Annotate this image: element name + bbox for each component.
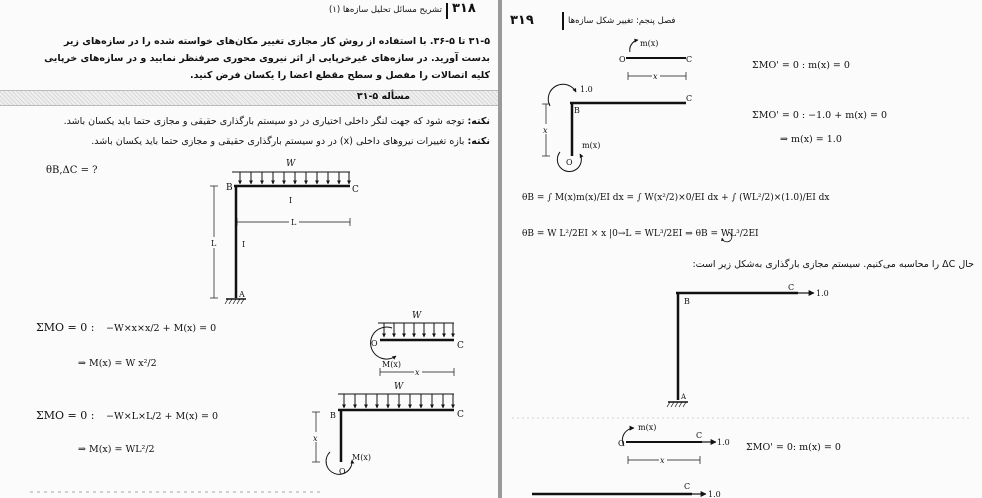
note-1: نکته: توجه شود که جهت لنگر داخلی اختیاری… bbox=[10, 114, 490, 129]
problem-label: مسأله ۵-۳۱ bbox=[356, 91, 410, 102]
question-text: θB,ΔC = ? bbox=[46, 165, 98, 176]
node-a-label: A bbox=[238, 290, 245, 299]
note-1-text: توجه شود که جهت لنگر داخلی اختیاری در دو… bbox=[63, 116, 465, 127]
distributed-load-arrows bbox=[238, 172, 351, 185]
fbd-b: 1.0 B C x O m(x) bbox=[542, 83, 692, 172]
caption-delta-c: حال ΔC را محاسبه می‌کنیم. سیستم مجازی با… bbox=[692, 259, 974, 270]
fbd-c-force-label: 1.0 bbox=[717, 438, 730, 447]
note-1-label: نکته: bbox=[467, 116, 490, 127]
fbd-a-mx-label: m(x) bbox=[640, 39, 658, 48]
fbd-1: W O C M(x) x bbox=[370, 311, 464, 377]
virtual-frame-c-label: C bbox=[788, 283, 794, 292]
fbd-c: 1.0 m(x) O C x bbox=[618, 423, 730, 465]
page-number: ۳۱۸ bbox=[452, 1, 476, 16]
fbd1-c-label: C bbox=[457, 341, 464, 351]
virtual-frame-b-label: B bbox=[684, 297, 690, 306]
column-length-label: L bbox=[211, 239, 217, 248]
fbd2-b-label: B bbox=[330, 411, 336, 420]
virtual-frame-a-label: A bbox=[680, 393, 687, 401]
column-inertia-label: I bbox=[242, 240, 245, 249]
bottom-c-label: C bbox=[684, 482, 690, 491]
problem-line-2: بدست آورید. در سازه‌های غیرخرپایی از اثر… bbox=[44, 53, 490, 64]
beam-inertia-label: I bbox=[289, 196, 292, 205]
theta-eq-2: θB = W L²/2EI × x |0→L = WL³/2EI ⇒ θB = … bbox=[522, 229, 759, 239]
theta-rotation-icon bbox=[721, 231, 733, 243]
fbd-a-o-label: O bbox=[619, 55, 626, 64]
fbd-b-o-label: O bbox=[566, 158, 573, 167]
eq-b: ΣMO' = 0 : −1.0 + m(x) = 0 bbox=[752, 110, 887, 121]
bottom-force-label: 1.0 bbox=[708, 490, 721, 498]
problem-line-3: کلیه اتصالات را مفصل و سطح مقطع اعضا را … bbox=[189, 70, 490, 81]
node-b-label: B bbox=[226, 183, 233, 193]
fbd-b-mx-label: m(x) bbox=[582, 141, 600, 150]
fbd2-moment-arrow bbox=[325, 451, 355, 475]
fbd2-x-label: x bbox=[313, 434, 318, 443]
fbd-a-x-label: x bbox=[653, 72, 658, 81]
right-figures: m(x) O C x ΣMO' = 0 : m(x) = 0 1.0 B C bbox=[522, 38, 887, 243]
fbd1-load-label: W bbox=[412, 311, 422, 321]
node-c-label: C bbox=[352, 185, 359, 195]
left-figures: θB,ΔC = ? W bbox=[30, 159, 464, 493]
fbd-2: W B C x O M(x) bbox=[312, 382, 464, 476]
eq2-sum: ΣMO = 0 : bbox=[36, 409, 94, 422]
header-divider bbox=[562, 12, 564, 30]
eq1-result: ⇒ M(x) = W x²/2 bbox=[78, 358, 157, 369]
fbd-b-x-label: x bbox=[543, 126, 548, 135]
problem-band bbox=[0, 90, 498, 106]
eq-a: ΣMO' = 0 : m(x) = 0 bbox=[752, 60, 850, 71]
fbd-c-c-label: C bbox=[696, 431, 702, 440]
theta-eq-1: θB = ∫ M(x)m(x)/EI dx = ∫ W(x²/2)×0/EI d… bbox=[522, 192, 829, 203]
page-gutter bbox=[498, 0, 502, 498]
fbd2-o-label: O bbox=[339, 467, 346, 476]
fbd-a-c-label: C bbox=[686, 55, 692, 64]
eq-c: ΣMO' = 0: m(x) = 0 bbox=[746, 442, 841, 453]
left-page: ۳۱۸ تشریح مسائل تحلیل سازه‌ها (۱) ۳۱-۵ ت… bbox=[0, 0, 498, 498]
eq-b-result: ⇒ m(x) = 1.0 bbox=[780, 134, 842, 145]
running-header: فصل پنجم: تغییر شکل سازه‌ها bbox=[568, 16, 676, 26]
fbd-b-unit-moment bbox=[547, 83, 577, 107]
fbd-b-b-label: B bbox=[574, 106, 580, 115]
fbd1-mx-label: M(x) bbox=[382, 360, 401, 369]
beam-length-label: L bbox=[291, 218, 297, 227]
fbd-c-x-label: x bbox=[660, 456, 665, 465]
equation-1: ΣMO = 0 : −W×x×x/2 + M(x) = 0 ⇒ M(x) = W… bbox=[36, 321, 216, 369]
running-header: تشریح مسائل تحلیل سازه‌ها (۱) bbox=[328, 5, 442, 15]
eq1-sum: ΣMO = 0 : bbox=[36, 321, 94, 334]
page-number: ۳۱۹ bbox=[510, 13, 534, 28]
virtual-frame: 1.0 B C A bbox=[666, 283, 829, 408]
fbd1-o-label: O bbox=[371, 339, 378, 348]
fbd1-x-label: x bbox=[415, 368, 420, 377]
note-2-text: بازه تغییرات نیروهای داخلی (x) در دو سیس… bbox=[91, 136, 465, 147]
eq2-body: −W×L×L/2 + M(x) = 0 bbox=[106, 411, 218, 422]
problem-line-1: ۳۱-۵ تا ۵-۳۶. با استفاده از روش کار مجاز… bbox=[64, 36, 490, 47]
note-2: نکته: بازه تغییرات نیروهای داخلی (x) در … bbox=[10, 134, 490, 149]
bottom-cutoff-figure: C 1.0 bbox=[532, 482, 721, 498]
equation-2: ΣMO = 0 : −W×L×L/2 + M(x) = 0 ⇒ M(x) = W… bbox=[36, 409, 218, 455]
fbd2-c-label: C bbox=[457, 410, 464, 420]
fbd2-mx-label: M(x) bbox=[352, 453, 371, 462]
fbd-a: m(x) O C x bbox=[619, 38, 692, 81]
virtual-frame-force-label: 1.0 bbox=[816, 289, 829, 298]
fbd-b-c-label: C bbox=[686, 94, 692, 103]
fbd1-moment-arrow bbox=[370, 326, 397, 360]
fbd2-load-label: W bbox=[394, 382, 404, 392]
right-page: ۳۱۹ فصل پنجم: تغییر شکل سازه‌ها m(x) O C… bbox=[502, 0, 982, 498]
header-divider bbox=[446, 3, 448, 19]
load-w-label: W bbox=[286, 159, 296, 169]
fbd-b-moment-arrow bbox=[556, 151, 584, 172]
note-2-label: نکته: bbox=[467, 136, 490, 147]
frame-diagram: W B C I I L L bbox=[209, 159, 359, 305]
eq2-result: ⇒ M(x) = WL²/2 bbox=[78, 444, 155, 455]
eq1-body: −W×x×x/2 + M(x) = 0 bbox=[106, 323, 216, 334]
right-figures-lower: 1.0 B C A 1.0 m(x) O C bbox=[512, 283, 972, 498]
fbd-b-moment-label: 1.0 bbox=[580, 85, 593, 94]
fbd-c-o-label: O bbox=[618, 439, 625, 448]
fbd-c-mx-label: m(x) bbox=[638, 423, 656, 432]
